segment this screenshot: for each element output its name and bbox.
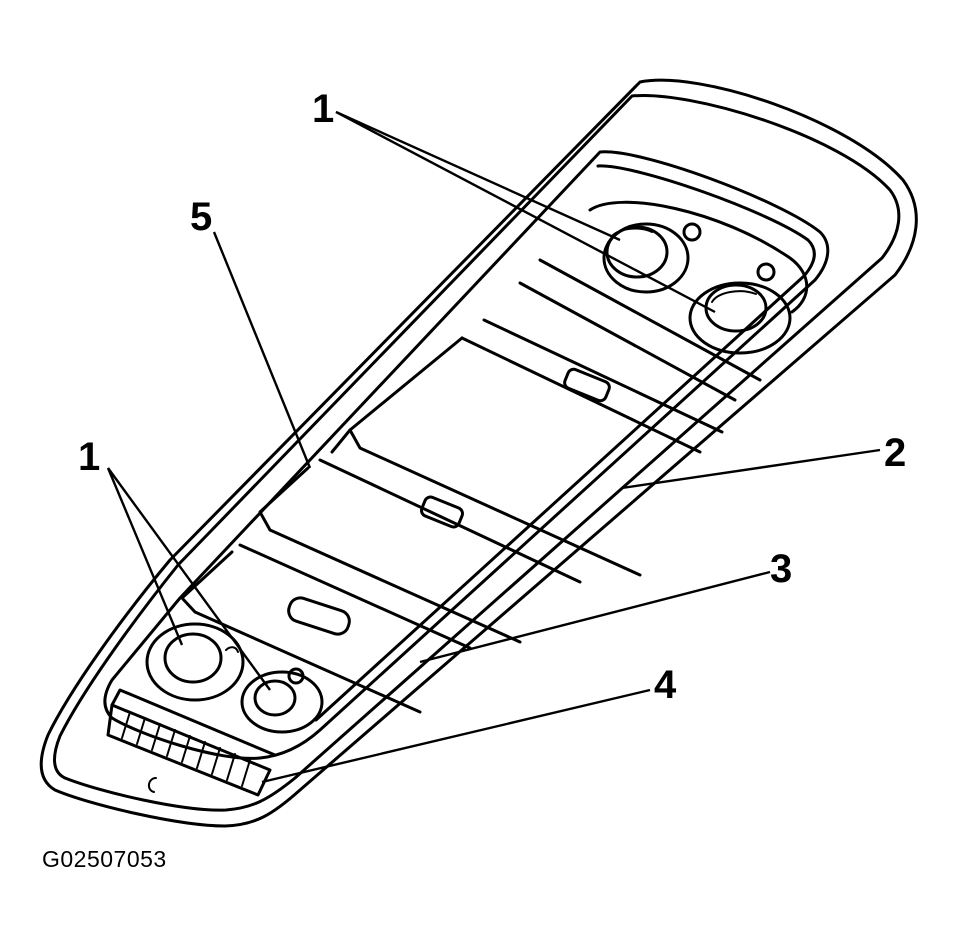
indicator-dots-top [682,222,776,282]
callout-4: 4 [654,663,677,707]
callout-1-bottom: 1 [78,435,100,479]
lamp-lens-bottom [106,688,277,797]
reading-lamp-switch-bottom-right [225,646,324,734]
callout-1-top: 1 [312,87,334,131]
console-inner-panel [103,150,830,760]
leader-lines [106,110,881,784]
reading-lamp-switch-top-right [688,281,792,355]
callout-2: 2 [884,431,906,475]
reading-lamp-switch-top-left [602,222,690,294]
callout-3: 3 [770,547,792,591]
figure-id: G02507053 [42,846,167,872]
lower-panel [180,543,472,714]
storage-compartment-middle [258,458,582,644]
console-housing [39,78,918,828]
reading-lamp-switch-bottom-left [145,622,245,702]
storage-compartment-upper [330,318,724,577]
screw-mark [148,777,157,793]
callout-5: 5 [190,195,212,239]
top-lamp-housing [518,200,809,402]
